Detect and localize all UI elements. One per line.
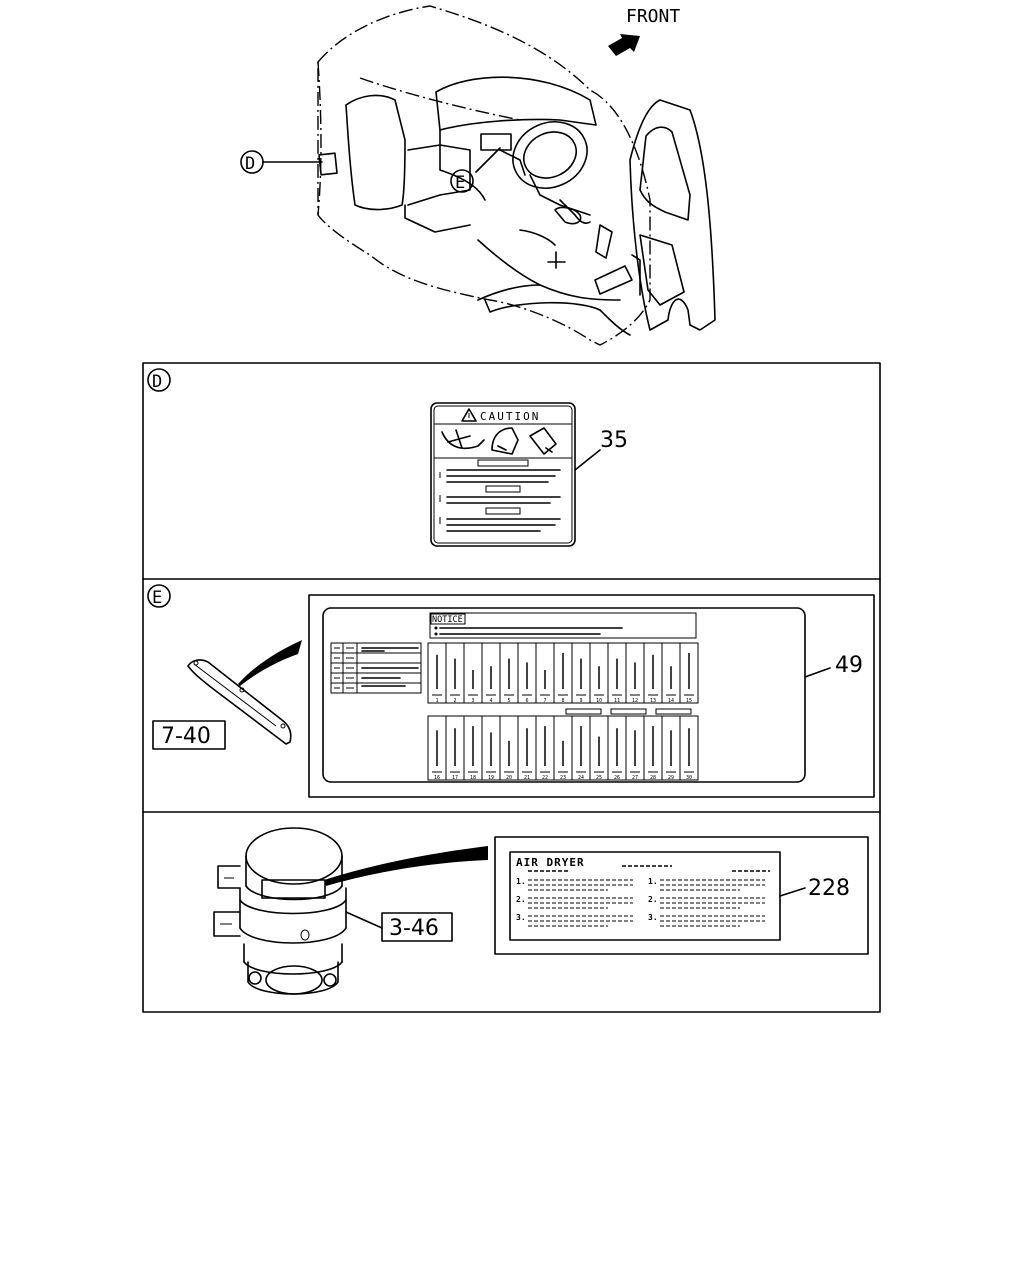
fuse-number: 2 [453,698,456,704]
notice-legend-table [330,642,422,694]
air-dryer-label-panel [494,836,869,955]
fuse-number: 19 [488,775,494,781]
view-d-panel: D CAUTION [147,368,628,547]
callout-35: 35 [600,428,628,453]
fuse-number: 10 [596,698,602,704]
air-dryer-step-number: 3. [516,913,526,922]
fuse-number: 6 [525,698,528,704]
fuse-number: 25 [596,775,602,781]
fuse-number: 3 [471,698,474,704]
fuse-number: 7 [543,698,546,704]
air-dryer-step-number: 2. [648,895,658,904]
fuse-number: 18 [470,775,476,781]
fuse-number: 15 [686,698,692,704]
view-e-panel: E 7-40 NOTICE [147,584,875,798]
air-dryer-step-number: 1. [648,877,658,886]
fuse-number: 27 [632,775,638,781]
fuse-number: 11 [614,698,620,704]
ref-7-40: 7-40 [161,724,211,749]
callout-228: 228 [808,876,850,901]
fuse-grid-bottom: 16 17 18 19 20 21 22 23 24 25 26 27 28 29 30 [427,715,699,781]
view-d-marker: D [240,150,323,174]
fuse-number: 21 [524,775,530,781]
fuse-number: 13 [650,698,656,704]
warning-icon [461,408,477,422]
fuse-number: 8 [561,698,564,704]
notice-label-panel [308,594,875,798]
fuse-number: 16 [434,775,440,781]
front-label: FRONT [626,6,680,27]
detail-frame [142,362,881,1013]
notice-label [322,607,806,783]
pictogram-cab-icon [491,427,519,455]
fuse-number: 5 [507,698,510,704]
notice-title: NOTICE [432,615,463,625]
fuse-number: 24 [578,775,584,781]
air-dryer-step-number: 3. [648,913,658,922]
fuse-number: 28 [650,775,656,781]
ref-3-46: 3-46 [389,916,439,941]
fuse-number: 9 [579,698,582,704]
cab-illustration [317,5,716,346]
view-d-letter: D [152,372,162,392]
fuse-number: 29 [668,775,674,781]
pictogram-cab-tilt-icon [441,429,485,450]
fuse-number: 26 [614,775,620,781]
fuse-number: 22 [542,775,548,781]
fuse-number: 23 [560,775,566,781]
air-dryer-illustration [213,827,347,995]
air-dryer-step-number: 2. [516,895,526,904]
fuse-number: 17 [452,775,458,781]
front-arrow: FRONT [608,6,680,56]
air-dryer-steps: 1. 2. 3. 1. 2. 3. [516,877,765,927]
caution-title: CAUTION [480,410,540,423]
fuse-number: 4 [489,698,492,704]
fuse-box-cover [187,659,292,745]
air-dryer-title: AIR DRYER [516,856,585,869]
air-dryer-step-number: 1. [516,877,526,886]
fuse-number: 14 [668,698,674,704]
view-e-marker: E [450,169,474,193]
fuse-number: 30 [686,775,692,781]
air-dryer-panel: 3-46 AIR DRYER 1. 2. 3. 1. 2. 3. 228 [213,827,869,995]
view-e-marker-letter: E [455,173,465,193]
callout-49: 49 [835,653,863,678]
fuse-number: 20 [506,775,512,781]
fuse-number: 1 [435,698,438,704]
view-e-letter: E [152,588,162,608]
fuse-number: 12 [632,698,638,704]
caution-label: CAUTION [430,402,576,547]
pictogram-door-icon [529,427,557,455]
view-d-marker-letter: D [245,154,255,174]
